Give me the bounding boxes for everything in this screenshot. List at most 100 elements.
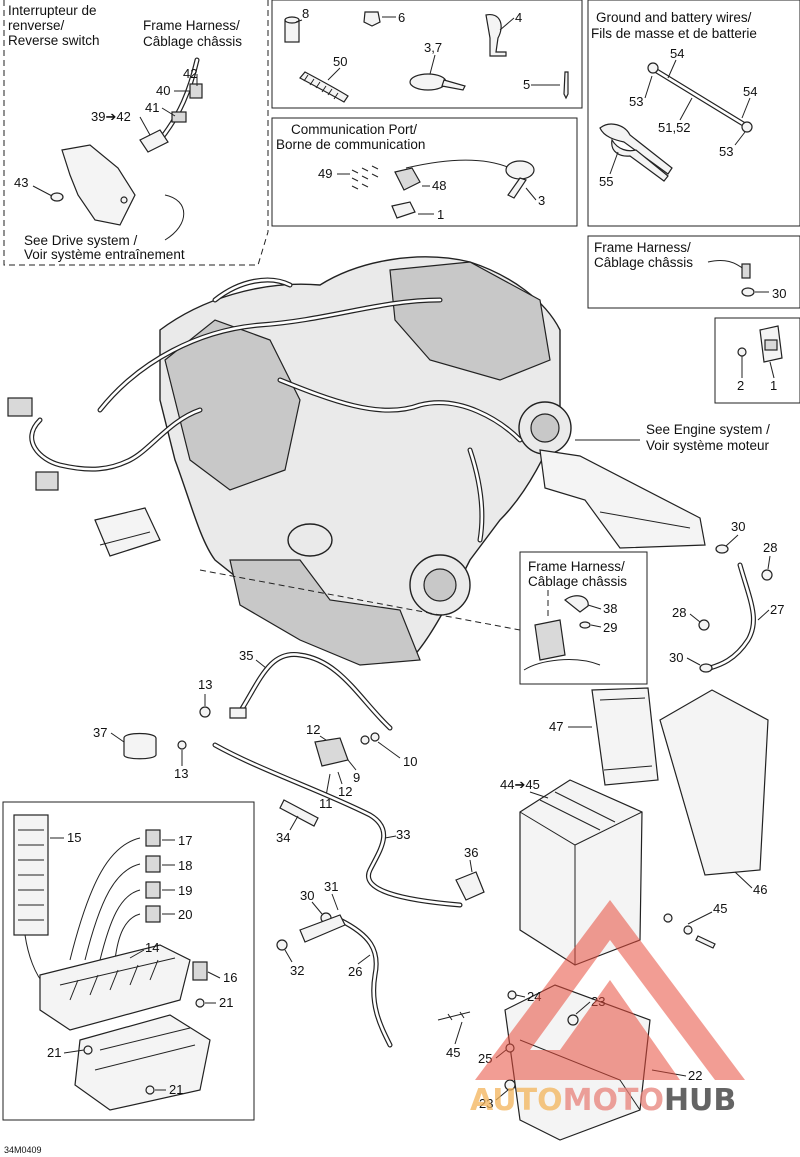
callout-45b: 45 [446, 1045, 460, 1060]
battery-strap-47 [591, 687, 659, 786]
reverse-switch-panel: Interrupteur de renverse/ Reverse switch… [3, 0, 269, 266]
nut-part [50, 192, 64, 202]
callout-49: 49 [318, 166, 332, 181]
callout-43: 43 [14, 175, 28, 190]
cable-27 [707, 562, 756, 671]
callout-44-45: 44➔45 [500, 777, 540, 792]
drawing-code: 34M0409 [4, 1145, 42, 1155]
boot-36 [455, 871, 485, 901]
caption-frame-harness3-fr: Câblage châssis [528, 574, 627, 589]
callout-34: 34 [276, 830, 290, 845]
callout-55: 55 [599, 174, 613, 189]
harness-connector-2 [35, 471, 59, 491]
callout-54a: 54 [670, 46, 684, 61]
callout-23b: 23 [479, 1096, 493, 1111]
callout-12b: 12 [338, 784, 352, 799]
caption-frame-harness2-fr: Câblage châssis [594, 255, 693, 270]
crankcase [229, 559, 421, 666]
callout-12a: 12 [306, 722, 320, 737]
callout-30a: 30 [772, 286, 786, 301]
solenoid-part [534, 619, 566, 661]
callout-20: 20 [178, 907, 192, 922]
callout-14: 14 [145, 940, 159, 955]
callout-8: 8 [302, 6, 309, 21]
callout-33: 33 [396, 827, 410, 842]
watermark-logo: AUTOMOTOHUB [470, 900, 745, 1118]
reverse-switch-part [139, 129, 169, 153]
callout-17: 17 [178, 833, 192, 848]
washer-part [741, 287, 755, 297]
callout-3-comm: 3 [538, 193, 545, 208]
frame-harness-panel: Frame Harness/ Câblage châssis 30 [587, 235, 800, 309]
callout-35: 35 [239, 648, 253, 663]
callout-9: 9 [353, 770, 360, 785]
watermark-auto: AUTOMOTOHUB [470, 1083, 736, 1118]
relay-panel: 2 1 [714, 317, 800, 404]
callout-16: 16 [223, 970, 237, 985]
ecm-part [94, 507, 161, 557]
comm-port-panel: Communication Port/ Borne de communicati… [271, 117, 578, 227]
fuse-box-cover-14 [39, 944, 191, 1031]
callout-21a: 21 [219, 995, 233, 1010]
callout-31: 31 [324, 879, 338, 894]
callout-36: 36 [464, 845, 478, 860]
caption-ground-en: Ground and battery wires/ [596, 10, 752, 25]
positive-cable-group: 35 13 12 37 13 10 9 12 11 33 34 36 [93, 648, 485, 908]
boot-37 [123, 732, 157, 760]
callout-45a: 45 [713, 901, 727, 916]
watermark-triangle-icon [475, 900, 745, 1080]
caption-comm-port-en: Communication Port/ [291, 122, 417, 137]
switch-bracket [61, 144, 136, 226]
callout-30c: 30 [669, 650, 683, 665]
cap-part [391, 201, 416, 219]
callout-38: 38 [603, 601, 617, 616]
caption-frame-harness-en: Frame Harness/ [143, 18, 240, 33]
caption-see-engine-en: See Engine system / [646, 422, 770, 437]
callout-53b: 53 [719, 144, 733, 159]
callout-41: 41 [145, 100, 159, 115]
callout-13b: 13 [174, 766, 188, 781]
fuse-box-panel: 15 17 18 19 20 14 16 21 21 21 [2, 801, 255, 1121]
callout-27: 27 [770, 602, 784, 617]
harness-connector-1 [7, 397, 33, 417]
fuse-20 [145, 905, 161, 923]
callout-6: 6 [398, 10, 405, 25]
battery-cable-right: 30 28 27 28 30 [669, 519, 784, 673]
fuse-19 [145, 881, 161, 899]
loom-part [299, 71, 349, 103]
callout-1-relay: 1 [770, 378, 777, 393]
callout-30d: 30 [300, 888, 314, 903]
callout-22: 22 [688, 1068, 702, 1083]
caption-reverse-switch-fr2: renverse/ [8, 18, 65, 33]
callout-42: 42 [183, 66, 197, 81]
battery-cover-46 [659, 689, 769, 876]
callout-3-7: 3,7 [424, 40, 442, 55]
caption-frame-harness2-en: Frame Harness/ [594, 240, 691, 255]
caption-frame-harness3-en: Frame Harness/ [528, 559, 625, 574]
callout-28a: 28 [763, 540, 777, 555]
caption-see-engine-fr: Voir système moteur [646, 438, 770, 453]
callout-2: 2 [737, 378, 744, 393]
solenoid-relay-part [314, 737, 349, 767]
callout-46: 46 [753, 882, 767, 897]
callout-19: 19 [178, 883, 192, 898]
loom-34 [279, 799, 319, 827]
frame-harness-panel-3: Frame Harness/ Câblage châssis 38 29 [519, 551, 648, 685]
callout-26: 26 [348, 964, 362, 979]
callout-15: 15 [67, 830, 81, 845]
bracket-part [485, 13, 507, 57]
callout-5: 5 [523, 77, 530, 92]
tie-strap-part [409, 73, 447, 91]
callout-50: 50 [333, 54, 347, 69]
fuse-box-base [74, 1014, 211, 1111]
comm-connector-part [394, 167, 421, 191]
pin-part [563, 71, 569, 100]
callout-11: 11 [319, 796, 333, 811]
engine-mount-bracket [539, 449, 706, 549]
engine-assembly: See Engine system / Voir système moteur [7, 256, 770, 666]
callout-47: 47 [549, 719, 563, 734]
callout-29: 29 [603, 620, 617, 635]
nut-part-29 [579, 621, 591, 629]
strap-part [505, 160, 535, 180]
